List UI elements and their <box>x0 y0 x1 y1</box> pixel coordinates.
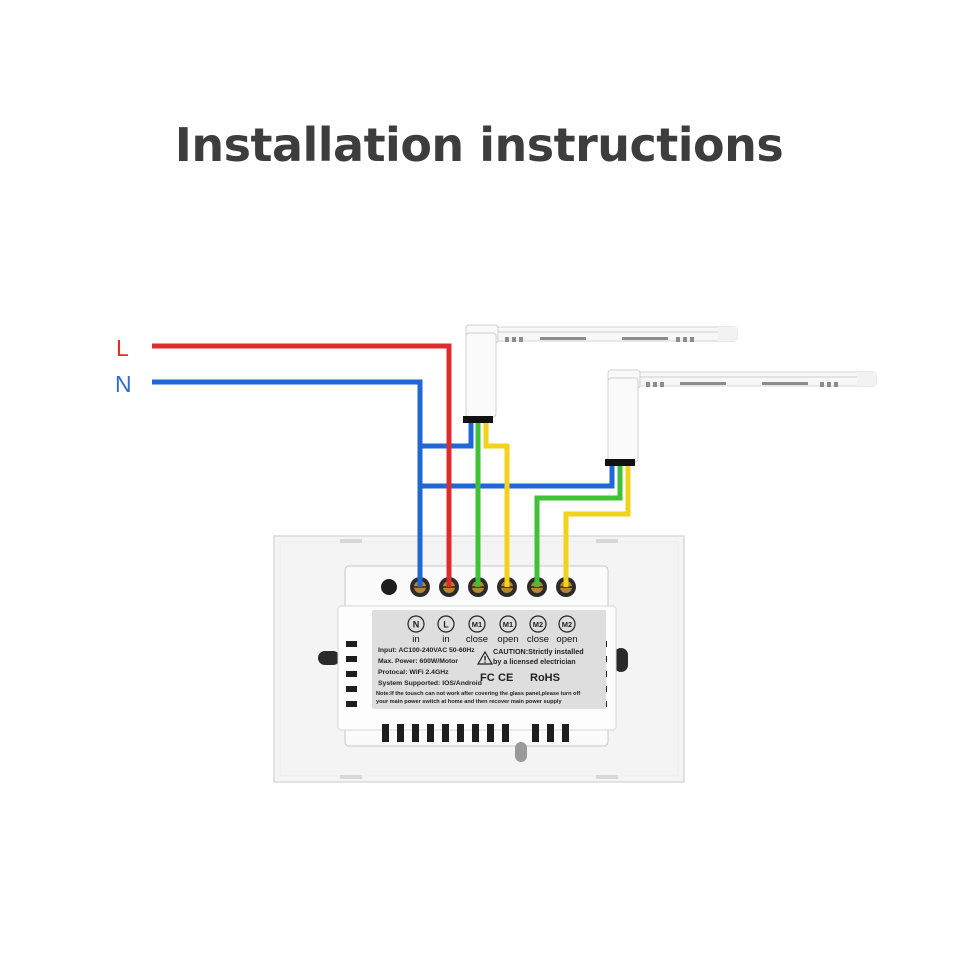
terminal-m1-close: M1 close <box>466 615 488 645</box>
terminal-label: close <box>466 634 488 645</box>
page-title: Installation instructions <box>174 118 784 172</box>
bottom-vents <box>382 724 569 742</box>
terminal-label: close <box>527 634 549 645</box>
terminal-label: open <box>497 634 518 645</box>
terminal-m2-close: M2 close <box>527 615 549 645</box>
terminal-symbol: L <box>443 620 449 630</box>
spec-block: Input: AC100-240VAC 50-60Hz Max. Power: … <box>378 647 482 687</box>
warning-icon <box>476 650 494 665</box>
note-line-2: your main power switch at home and then … <box>376 699 562 705</box>
motor-2-cable-collar <box>605 459 635 466</box>
caution-line-1: CAUTION:Strictly installed <box>493 647 584 656</box>
motor-2-close-wire <box>534 463 623 587</box>
terminal-symbol: M2 <box>562 620 572 629</box>
terminal-m2-open: M2 open <box>556 615 578 645</box>
neutral-label: N <box>115 371 132 397</box>
terminal-symbol: M1 <box>503 620 513 629</box>
curtain-motor-2 <box>607 369 877 463</box>
terminal-label: in <box>412 634 419 645</box>
spec-system: System Supported: IOS/Android <box>378 680 482 687</box>
terminal-m1-open: M1 open <box>497 615 519 645</box>
motor-1-open-wire <box>483 420 510 587</box>
live-label: L <box>116 335 129 361</box>
terminal-symbol: M2 <box>533 620 543 629</box>
terminal-l-in: L in <box>437 615 455 645</box>
motor-1-cable-collar <box>463 416 493 423</box>
neutral-branch-motor-2 <box>420 463 615 489</box>
fcc-mark: FC <box>480 672 495 684</box>
spec-input: Input: AC100-240VAC 50-60Hz <box>378 647 475 654</box>
note-block: Note:If the tousch can not work after co… <box>376 691 580 705</box>
terminal-n-in: N in <box>407 615 425 645</box>
side-vents-left <box>346 641 357 707</box>
terminal-symbol: N <box>413 620 420 630</box>
spec-protocol: Protocal: WiFi 2.4GHz <box>378 669 449 676</box>
wires <box>152 343 631 587</box>
rohs-mark: RoHS <box>530 672 560 684</box>
terminal-label: in <box>442 634 449 645</box>
terminal-label: open <box>556 634 577 645</box>
note-line-1: Note:If the tousch can not work after co… <box>376 691 580 697</box>
neutral-branch-motor-1 <box>420 420 474 449</box>
caution-line-2: by a licensed electrician <box>493 657 576 666</box>
switch-module <box>337 565 617 762</box>
neutral-wire <box>152 379 423 587</box>
live-wire <box>152 343 452 587</box>
caution-block: CAUTION:Strictly installed by a licensed… <box>476 647 584 666</box>
terminal-markings: N in L in M1 close M1 open M2 close M2 o… <box>407 615 578 645</box>
terminal-symbol: M1 <box>472 620 482 629</box>
motor-2-open-wire <box>563 463 631 587</box>
certification-marks: FC CE RoHS <box>480 672 560 684</box>
curtain-motor-1 <box>465 324 738 418</box>
spec-power: Max. Power: 600W/Motor <box>378 658 458 665</box>
ce-mark: CE <box>498 672 513 684</box>
